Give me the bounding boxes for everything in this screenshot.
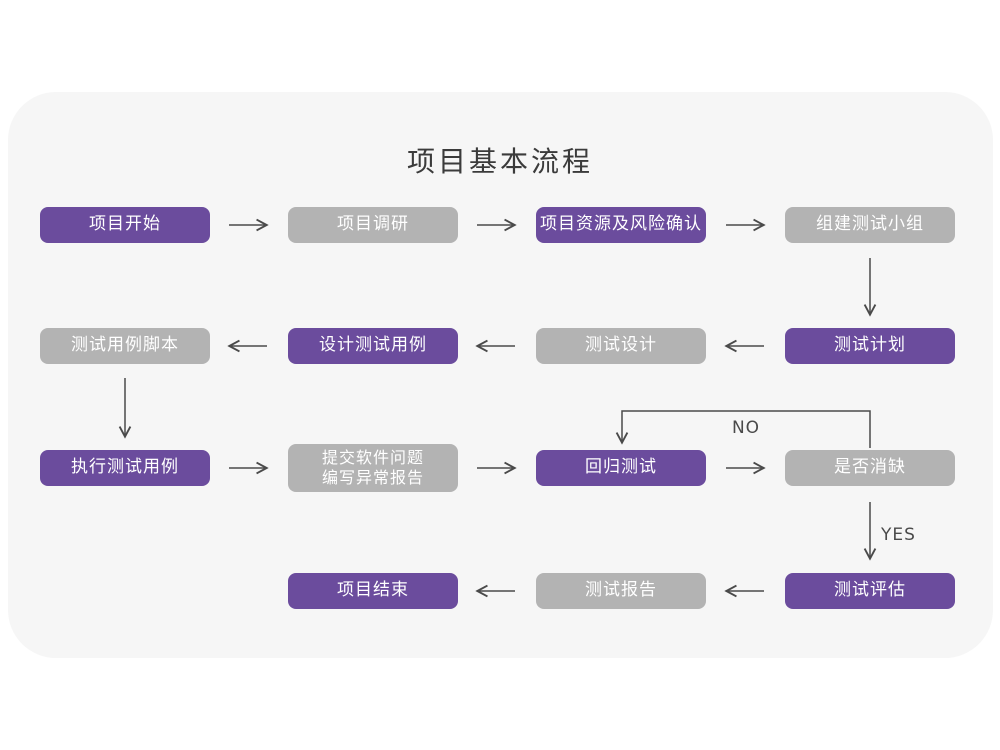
node-test-report: 测试报告 (536, 573, 706, 609)
flowchart-card (8, 92, 993, 658)
node-design-test-cases: 设计测试用例 (288, 328, 458, 364)
node-label: 测试设计 (585, 335, 657, 356)
node-label: 是否消缺 (834, 457, 906, 478)
node-label: 组建测试小组 (816, 214, 924, 235)
node-test-plan: 测试计划 (785, 328, 955, 364)
page-title: 项目基本流程 (406, 145, 593, 178)
node-label: 项目开始 (89, 214, 161, 235)
node-label: 项目调研 (337, 214, 409, 235)
node-resources-risk-confirm: 项目资源及风险确认 (536, 207, 706, 243)
node-test-case-script: 测试用例脚本 (40, 328, 210, 364)
node-project-start: 项目开始 (40, 207, 210, 243)
node-label: 项目资源及风险确认 (540, 214, 702, 235)
node-label: 项目结束 (337, 580, 409, 601)
node-test-evaluation: 测试评估 (785, 573, 955, 609)
node-regression-test: 回归测试 (536, 450, 706, 486)
node-project-end: 项目结束 (288, 573, 458, 609)
node-project-research: 项目调研 (288, 207, 458, 243)
node-label-line1: 提交软件问题 (321, 448, 424, 467)
node-defect-cleared: 是否消缺 (785, 450, 955, 486)
node-label: 测试评估 (834, 580, 906, 601)
node-label: 执行测试用例 (71, 457, 179, 478)
node-execute-test-cases: 执行测试用例 (40, 450, 210, 486)
node-label: 设计测试用例 (319, 335, 427, 356)
node-label: 测试用例脚本 (71, 335, 179, 356)
node-test-design: 测试设计 (536, 328, 706, 364)
node-form-test-team: 组建测试小组 (785, 207, 955, 243)
node-label: 回归测试 (585, 457, 657, 478)
node-submit-issue-report: 提交软件问题 编写异常报告 (288, 444, 458, 492)
node-label: 测试报告 (585, 580, 657, 601)
node-label-line2: 编写异常报告 (321, 468, 424, 487)
node-label: 测试计划 (834, 335, 906, 356)
